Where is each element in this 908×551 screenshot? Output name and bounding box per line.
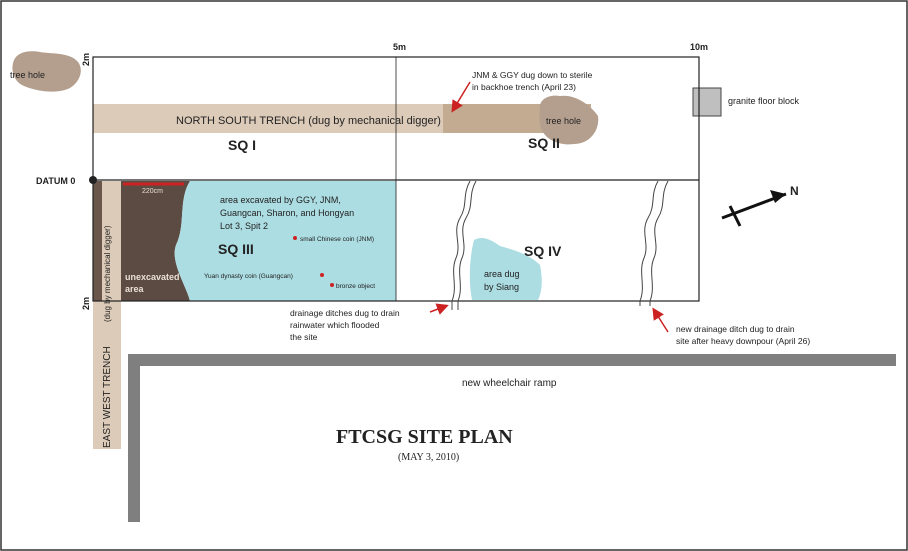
sq1-label: SQ I <box>228 137 256 153</box>
granite-label: granite floor block <box>728 96 800 106</box>
new-ditch-arrow <box>652 307 669 333</box>
mark-10m: 10m <box>690 42 708 52</box>
excavated-area <box>174 181 396 301</box>
siang-label-2: by Siang <box>484 282 519 292</box>
new-ditch-line-a <box>639 180 659 306</box>
tree-hole-left-shape <box>12 51 81 92</box>
datum-point <box>89 176 97 184</box>
ramp-label: new wheelchair ramp <box>462 378 557 389</box>
drainage-note-2: rainwater which flooded <box>290 320 380 330</box>
new-ditch-note-1: new drainage ditch dug to drain <box>676 324 795 334</box>
sq4-label: SQ IV <box>524 243 562 259</box>
sterile-note-1: JNM & GGY dug down to sterile <box>472 70 593 80</box>
drainage-ditch-line-a <box>451 180 471 310</box>
sterile-arrow <box>451 81 471 113</box>
unexcavated-area <box>121 181 190 301</box>
sq3-area-line-1: area excavated by GGY, JNM, <box>220 195 341 205</box>
sq3-area-line-2: Guangcan, Sharon, and Hongyan <box>220 208 354 218</box>
north-arrow-icon <box>721 190 787 227</box>
wheelchair-ramp <box>128 354 896 522</box>
yuan-coin-label: Yuan dynasty coin (Guangcan) <box>204 273 293 280</box>
measure-label: 220cm <box>142 188 163 195</box>
siang-label-1: area dug <box>484 269 520 279</box>
area-dug-by-siang <box>469 237 542 300</box>
east-west-trench-label: EAST WEST TRENCH <box>102 346 113 448</box>
north-south-trench <box>93 104 443 133</box>
new-ditch-line-b <box>649 180 669 306</box>
sq3-area-line-3: Lot 3, Spit 2 <box>220 221 268 231</box>
drainage-note-1: drainage ditches dug to drain <box>290 308 400 318</box>
unexcavated-label-1: unexcavated <box>125 272 180 282</box>
tree-hole-right-shape <box>539 95 599 145</box>
sq2-label: SQ II <box>528 135 560 151</box>
drainage-arrow <box>429 303 449 315</box>
drainage-note-3: the site <box>290 332 318 342</box>
small-coin-label: small Chinese coin (JNM) <box>300 236 374 243</box>
north-south-trench-label: NORTH SOUTH TRENCH (dug by mechanical di… <box>176 115 441 127</box>
unexcavated-label-2: area <box>125 284 145 294</box>
mark-5m: 5m <box>393 42 406 52</box>
datum-label: DATUM 0 <box>36 176 75 186</box>
drainage-ditch-line-b <box>457 180 477 310</box>
north-label: N <box>790 184 799 198</box>
sterile-note-2: in backhoe trench (April 23) <box>472 82 576 92</box>
yuan-coin-dot <box>320 273 324 277</box>
east-west-trench-dark-strip <box>93 181 102 301</box>
granite-block-shape <box>692 87 722 117</box>
page-subtitle: (MAY 3, 2010) <box>398 452 459 463</box>
mark-2m-top: 2m <box>81 53 91 66</box>
tree-hole-right-label: tree hole <box>546 116 581 126</box>
new-ditch-note-2: site after heavy downpour (April 26) <box>676 336 810 346</box>
page-title: FTCSG SITE PLAN <box>336 426 513 448</box>
tree-hole-left-label: tree hole <box>10 70 45 80</box>
small-coin-dot <box>293 236 297 240</box>
mark-2m-left: 2m <box>81 297 91 310</box>
sq3-label: SQ III <box>218 241 254 257</box>
bronze-label: bronze object <box>336 283 375 290</box>
east-west-trench-sublabel: (dug by mechanical digger) <box>103 225 112 322</box>
bronze-dot <box>330 283 334 287</box>
